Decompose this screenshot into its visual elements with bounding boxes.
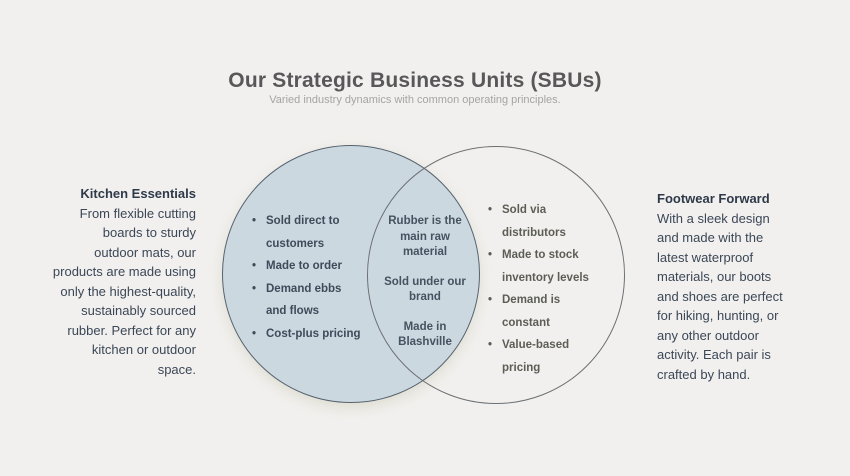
overlap-item: Made in Blashville — [398, 320, 452, 349]
overlap-text: Rubber is the main raw material Sold und… — [376, 214, 474, 365]
overlap-item: Sold under our brand — [384, 275, 466, 304]
right-panel-heading: Footwear Forward — [657, 191, 770, 206]
page-subtitle: Varied industry dynamics with common ope… — [269, 94, 561, 106]
left-panel-body: From flexible cutting boards to sturdy o… — [52, 205, 196, 377]
list-item: Cost-plus pricing — [252, 323, 374, 346]
page-title: Our Strategic Business Units (SBUs) — [228, 69, 602, 93]
right-panel-body: With a sleek design and made with the la… — [657, 210, 783, 382]
list-item: Made to stock inventory levels — [488, 244, 606, 289]
list-item: Demand is constant — [488, 289, 606, 334]
list-item: Value-based pricing — [488, 334, 606, 379]
right-panel: Footwear Forward With a sleek design and… — [657, 189, 807, 384]
overlap-item: Rubber is the main raw material — [388, 215, 462, 258]
right-circle-list: Sold via distributors Made to stock inve… — [488, 199, 606, 379]
left-circle-list: Sold direct to customers Made to order D… — [252, 210, 374, 345]
left-panel-heading: Kitchen Essentials — [80, 186, 196, 201]
list-item: Demand ebbs and flows — [252, 278, 374, 323]
list-item: Made to order — [252, 255, 374, 278]
left-panel: Kitchen Essentials From flexible cutting… — [36, 184, 196, 379]
list-item: Sold via distributors — [488, 199, 606, 244]
list-item: Sold direct to customers — [252, 210, 374, 255]
